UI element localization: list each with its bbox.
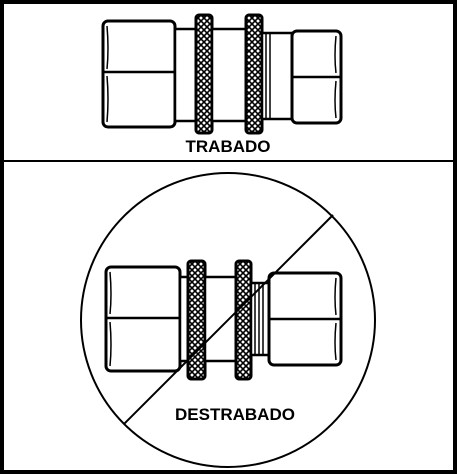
sleeve-gap [210, 27, 248, 123]
knurled-sleeve-left [194, 13, 214, 135]
unlocked-coupling [104, 259, 343, 381]
right-hex-nut-unlocked [267, 271, 343, 367]
nipple-shaft-unlocked [249, 281, 271, 357]
nipple-shaft [260, 31, 294, 121]
left-hex-nut [101, 19, 177, 129]
prohibition-slash [123, 214, 334, 425]
unlocked-label-backing [176, 404, 294, 425]
locked-coupling [101, 13, 343, 135]
coupler-body [173, 27, 198, 123]
locked-label: TRABADO [186, 137, 271, 156]
knurled-sleeve-left-unlocked [186, 259, 207, 381]
knurled-sleeve-right [244, 13, 264, 135]
left-hex-nut-unlocked [104, 265, 182, 373]
unlocked-label: DESTRABADO [175, 405, 295, 424]
right-hex-nut [290, 29, 343, 125]
sleeve-gap-unlocked [203, 275, 238, 363]
knurled-sleeve-right-unlocked [234, 259, 253, 381]
